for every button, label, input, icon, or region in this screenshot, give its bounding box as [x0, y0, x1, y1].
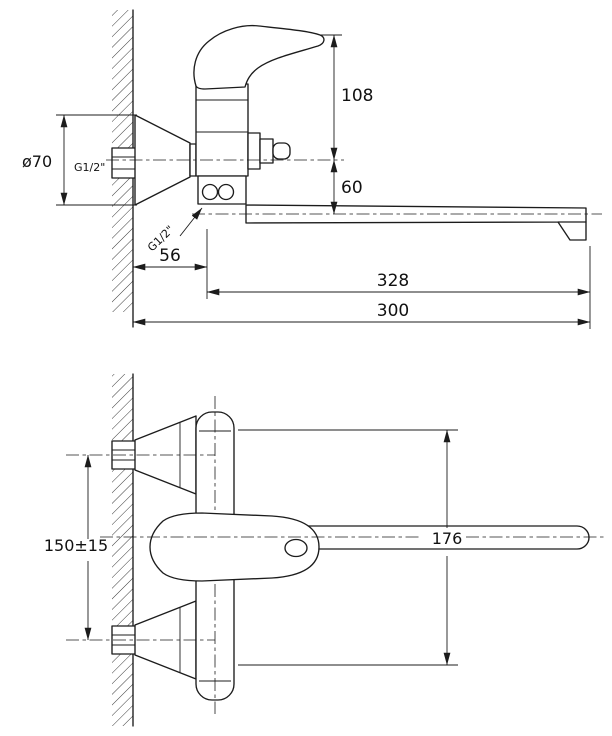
dim-length-label: 176 — [432, 529, 463, 548]
dim-60-label: 60 — [341, 178, 363, 198]
thread-spout-leader — [179, 207, 203, 237]
dim-56-label: 56 — [159, 246, 181, 266]
swivel-ring — [201, 183, 219, 201]
diverter-collar — [247, 132, 261, 170]
diverter-knob — [272, 142, 291, 160]
inlet-nut — [111, 147, 139, 179]
side-view-dimensions: 108 60 ø70 G1/2" 56 328 300 G1/2" — [22, 34, 591, 329]
side-view: 108 60 ø70 G1/2" 56 328 300 G1/2" — [22, 9, 602, 329]
spout-tube — [233, 525, 590, 550]
dim-300-label: 300 — [377, 301, 409, 321]
handle-cap-detail — [284, 538, 308, 558]
thread-inlet-label: G1/2" — [74, 161, 105, 174]
wall-hatch — [112, 374, 133, 726]
diverter-stem — [259, 138, 274, 164]
dim-108-label: 108 — [341, 86, 373, 106]
dim-spacing-label: 150±15 — [44, 536, 108, 555]
valve-body — [195, 83, 249, 177]
front-view-dimensions: 150±15 176 — [44, 429, 463, 666]
front-view: 150±15 176 — [44, 373, 604, 727]
dim-328-label: 328 — [377, 271, 409, 291]
swivel-ring — [217, 183, 235, 201]
dim-diameter-label: ø70 — [22, 152, 52, 171]
aerator — [557, 221, 587, 241]
lever-handle — [149, 512, 320, 582]
lever-handle — [193, 24, 325, 90]
